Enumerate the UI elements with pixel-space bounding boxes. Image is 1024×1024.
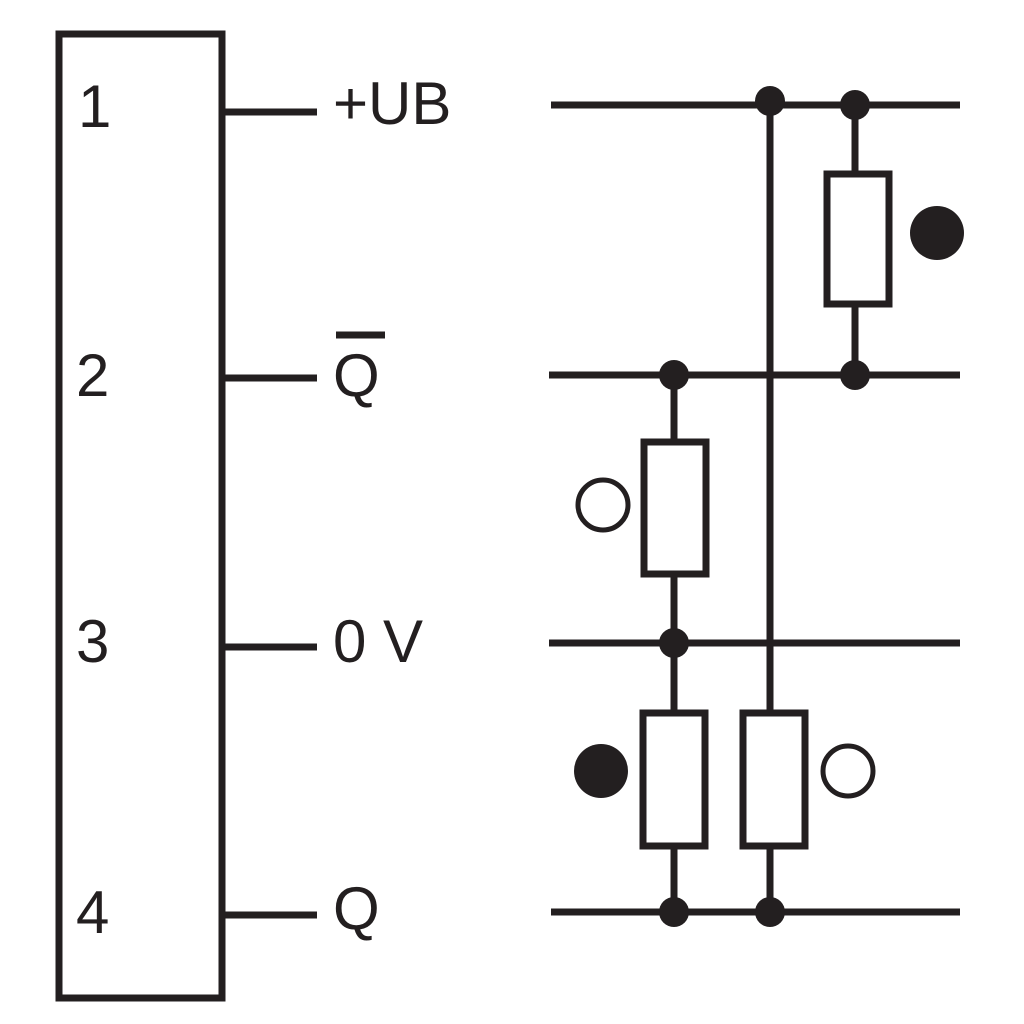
pin-4-number: 4 — [76, 879, 109, 946]
pin-1-number: 1 — [78, 73, 111, 140]
signal-label-0v: 0 V — [333, 608, 423, 675]
open-state-icon — [575, 477, 631, 533]
junction-dot — [840, 90, 870, 120]
resistor-1 — [823, 170, 893, 308]
signal-label-ub: +UB — [333, 70, 451, 137]
junction-dot — [755, 86, 785, 116]
signal-label-q: Q — [333, 875, 380, 942]
open-state-icon — [820, 743, 876, 799]
junction-dot — [840, 360, 870, 390]
junction-dot — [659, 628, 689, 658]
connector-body — [55, 30, 226, 1002]
pin-3-number: 3 — [76, 608, 109, 675]
junction-dot — [755, 897, 785, 927]
filled-state-icon — [910, 206, 964, 260]
resistor-3 — [639, 709, 709, 850]
pin-2-number: 2 — [76, 342, 109, 409]
junction-dot — [659, 897, 689, 927]
resistor-2 — [640, 438, 710, 578]
signal-label-q-inverted: Q — [333, 342, 380, 409]
filled-state-icon — [574, 744, 628, 798]
junction-dot — [659, 360, 689, 390]
resistor-4 — [739, 709, 809, 850]
